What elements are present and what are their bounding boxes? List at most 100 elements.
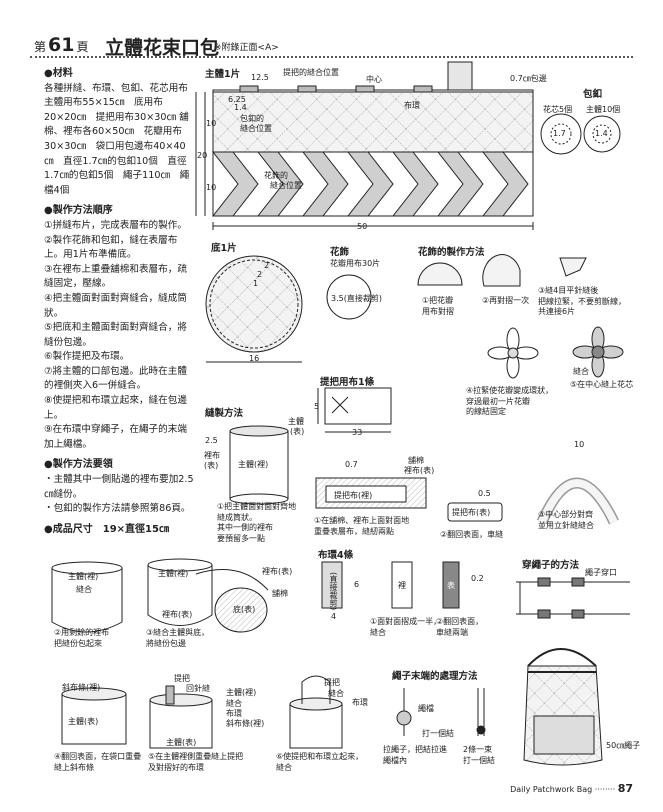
step5-tube [149,685,213,749]
step5-edge: 回針縫 [186,684,210,693]
step6-sew: 縫合 [328,689,344,698]
button-circle-core [540,113,582,155]
materials-heading: ●材料 [44,68,73,79]
label-button-pos-1: 包釦的 [240,114,264,123]
dim-4: 4 [331,612,337,621]
page-title: 立體花束口包 [105,37,220,59]
label-body-lining: 主體(裡) [238,460,269,469]
step4-caption: ④翻回表面，在袋口重疊縫上斜布條 [54,752,142,772]
step3-caption: ③縫合主體與底，將縫份包邊 [146,628,210,648]
sewing-title: 縫製方法 [205,408,244,419]
label-cord-hole: 繩子穿口 [585,568,617,577]
step2-body-lining: 主體(裡) [68,572,99,581]
step-item: ⑦將主體的口部包邊。此時在主體的裡側夾入6一併縫合。 [44,365,187,392]
step5-body-outer: 主體(表) [166,738,197,747]
flower-title: 花飾 [330,247,350,258]
label-lining-outer: 裡布(表) [404,466,435,475]
label-lining: 裡布 [204,451,220,460]
label-binding: 0.7㎝包邊 [510,74,547,83]
label-button-pos-2: 縫合位置 [240,124,272,133]
points-heading: ●製作方法要領 [44,459,113,471]
cord-end-step1: 拉繩子，把結拉進繩檔內 [383,745,447,765]
step-item: ⑥製作提把及布環。 [44,351,130,363]
step5-bias-lining: 斜布條(裡) [226,719,265,728]
step6-caption: ⑥使提把和布環立起來，縫合 [276,752,364,772]
label-body-outer: 主體 [288,417,304,426]
step5-body-lining: 主體(裡) [226,688,257,697]
step-item: ⑤把底和主體面對面對齊縫合，將縫份包邊。 [44,322,187,348]
step-item: ③在裡布上重疊舖棉和表層布，疏縫固定，壓線。 [44,263,187,290]
step-item: ⑧使提把和布環立起來，縫在包邊上。 [44,395,187,421]
handle-layer-fabric [325,485,407,503]
header-divider [30,56,633,58]
dim-1: 1 [253,279,259,288]
dim-6-25: 6.25 [228,95,246,104]
label-flower-sew: 縫合 [573,367,589,376]
appendix-note: ※附錄正面<A> [214,43,279,53]
step3-lining-outer-2: 裡布(表) [162,610,193,619]
cord-method-title: 穿繩子的方法 [522,560,580,571]
step6-loop: 布環 [352,698,368,707]
main-body-title: 主體1片 [205,69,241,80]
flower-method-title: 花飾的製作方法 [418,247,485,258]
step2-sew: 縫合 [76,585,92,594]
bottom-title: 底1片 [211,243,237,254]
button-title: 包釦 [583,89,603,100]
dim-0-2: 0.2 [471,574,484,583]
materials-body: 各種拼縫、布環、包釦、花芯用布 主體用布55×15㎝ 底用布20×20㎝ 提把用… [44,82,198,196]
step6-tube [289,675,343,749]
dim-2a: 2 [264,261,270,270]
dim-2b: 2 [257,270,263,279]
petal-circle [326,274,372,320]
cord-end-title: 繩子末端的處理方法 [392,671,478,682]
loop-strip-3 [442,561,460,609]
cord-diagram [516,577,630,619]
label-center: 中心 [366,75,382,84]
loop-step2: ②翻回表面，車縫兩端 [436,617,484,637]
step-item: ②製作花飾和包釦，縫在表層布上。用1片布準備底。 [44,234,178,261]
step4-bias: 斜布條(裡) [62,683,101,692]
label-knot: 打一個結 [422,729,454,738]
label-cut: (直接裁剪) [329,572,338,611]
label-flower-pos-1: 花飾的 [264,171,288,180]
flower-step5: ⑤在中心縫上花芯 [570,380,634,389]
label-flower-pos-2: 縫合位置 [270,181,302,190]
step5-caption: ⑤在主體裡側重疊縫上提把及對摺好的布環 [148,752,244,772]
handle-fabric-strip [324,387,392,425]
step-item: ⑨在布環中穿繩子，在繩子的末端加上繩檔。 [44,424,187,450]
flower-assembled-left [487,327,539,379]
loop-strip-title: 布環4條 [318,550,354,561]
dim-16: 16 [249,354,260,363]
flower-step3: ③縫4目平針縫後把線拉緊，不要剪斷線，共連接6片 [538,286,626,316]
dim-1-4: 1.4 [234,103,247,112]
dim-2-5: 2.5 [205,436,218,445]
instructions-column: ●材料 各種拼縫、布環、包釦、花芯用布 主體用布55×15㎝ 底用布20×20㎝… [44,64,198,537]
dim-10b: 10 [206,183,217,192]
dim-10a: 10 [206,119,217,128]
label-handle-position: 提把的縫合位置 [283,68,339,77]
step3-tube [147,558,269,633]
step-item: ④把主體面對面對齊縫合，縫成筒狀。 [44,292,187,319]
label-loop: 布環 [404,101,420,110]
label-handle-inner: 提把布(裡) [334,491,373,500]
step-item: ①拼縫布片，完成表層布的製作。 [44,219,187,231]
loop-step1: ①面對面摺成一半，縫合 [370,617,442,637]
step3-body-lining: 主體(裡) [158,569,189,578]
dim-12-5: 12.5 [251,73,269,82]
flower-step4: ④拉緊使花瓣變成環狀，穿過最初一片花瓣的線結固定 [466,386,554,416]
dim-33: 33 [352,428,363,437]
petal-fold-2 [482,254,521,287]
flower-step2: ②再對摺一次 [482,296,530,305]
step5-sew: 縫合 [226,699,242,708]
handle-step1: ①在舖棉、裡布上面對面地重疊表層布，縫紉兩點 [314,516,410,536]
dim-10: 10 [574,440,585,449]
body-tube-step1 [229,425,289,505]
handle-step3: ③中心部分對齊並用立針縫縫合 [538,510,594,530]
dim-5: 5 [314,402,320,411]
step2-tube [51,561,123,633]
step4-body-outer: 主體(表) [68,717,99,726]
label-loop-outer: 表 [447,581,455,590]
cord-end-step2: 2條一束打一個結 [463,745,495,765]
